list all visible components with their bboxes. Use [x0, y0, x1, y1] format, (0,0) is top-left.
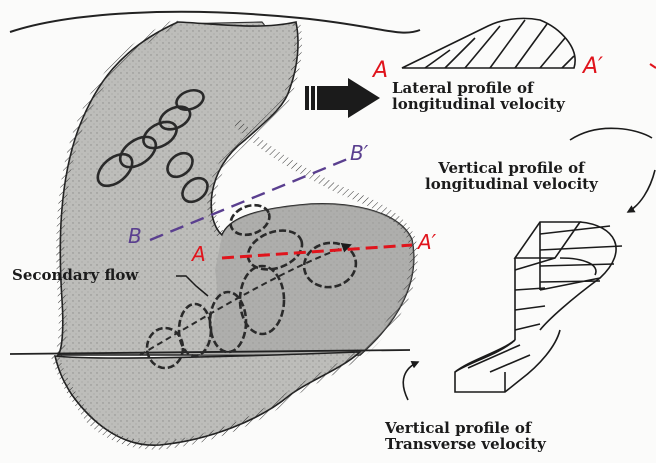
- vertical-profile-leader-top: [570, 128, 652, 140]
- vertical-longitudinal-line1: Vertical profile of: [425, 160, 598, 176]
- section-a-mark: A: [192, 244, 206, 264]
- vertical-transverse-line1: Vertical profile of: [385, 420, 546, 436]
- lateral-velocity-profile: [402, 18, 575, 68]
- section-a-prime-mark: A′: [418, 232, 436, 252]
- lateral-profile-label: Lateral profile of longitudinal velocity: [392, 80, 565, 112]
- lateral-profile-line2: longitudinal velocity: [392, 96, 565, 112]
- vertical-velocity-profile: [455, 222, 622, 392]
- direction-arrow-icon: [305, 78, 380, 118]
- vertical-longitudinal-line2: longitudinal velocity: [425, 176, 598, 192]
- section-b-prime-mark: B′: [350, 143, 368, 163]
- vertical-profile-leader-right: [628, 170, 655, 212]
- section-b-mark: B: [128, 226, 142, 246]
- vertical-transverse-label: Vertical profile of Transverse velocity: [385, 420, 546, 452]
- lateral-a-mark: A: [373, 60, 388, 82]
- secondary-flow-label: Secondary flow: [12, 267, 138, 283]
- red-corner-mark: [650, 64, 656, 68]
- transverse-profile-leader: [403, 362, 418, 400]
- lateral-profile-line1: Lateral profile of: [392, 80, 565, 96]
- lateral-a-prime-mark: A′: [583, 56, 603, 78]
- vertical-transverse-line2: Transverse velocity: [385, 436, 546, 452]
- vertical-longitudinal-label: Vertical profile of longitudinal velocit…: [425, 160, 598, 192]
